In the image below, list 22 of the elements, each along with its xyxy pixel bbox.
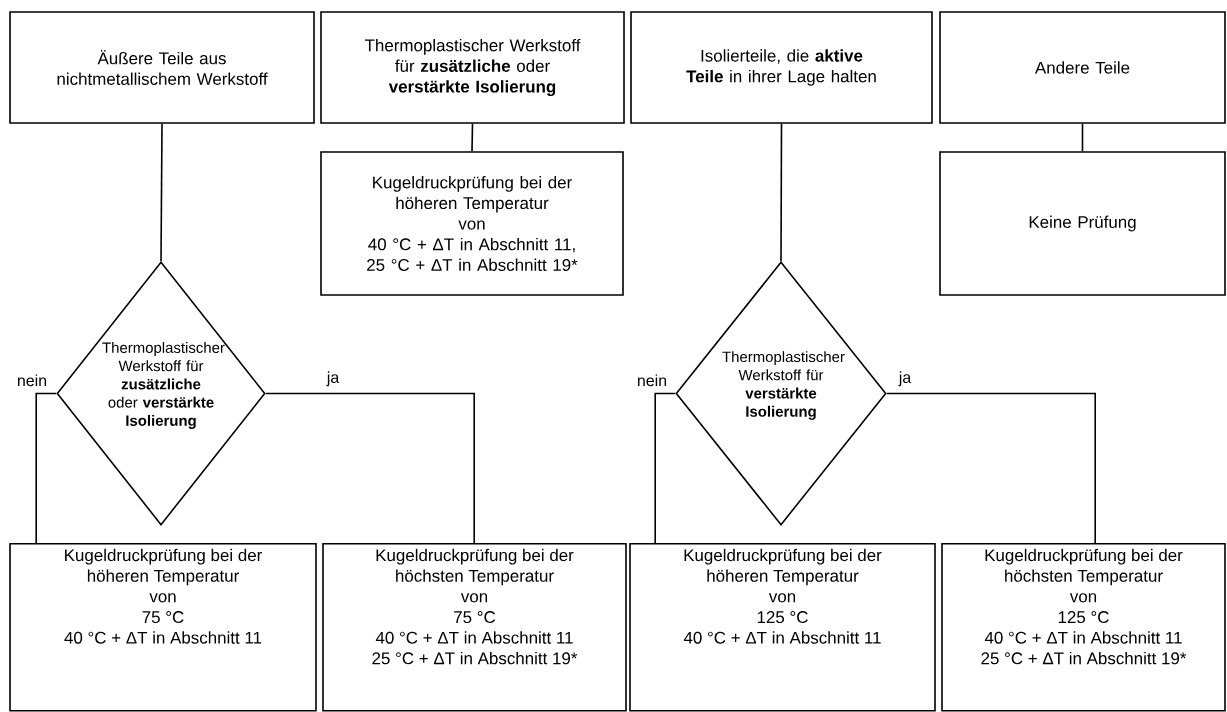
process-box: Kugeldruckprüfung bei der höheren Temperatur von 75 °C 40 °C + ΔT in Abschnitt 11 [9,543,317,712]
process-box: Kugeldruckprüfung bei der höchsten Temperatur von 75 °C 40 °C + ΔT in Abschnitt 11 25 °C + ΔT in Abschnitt 19* [322,543,627,712]
process-box: Kugeldruckprüfung bei der höheren Temperatur von 125 °C 40 °C + ΔT in Abschnitt 11 [629,543,936,712]
process-box: Kugeldruckprüfung bei der höchsten Temperatur von 125 °C 40 °C + ΔT in Abschnitt 11 25 °C + ΔT in Abschnitt 19* [941,543,1226,712]
connector-line [1081,123,1084,152]
edge-label: ja [898,371,912,387]
process-box: Thermoplastischer Werkstoff für zusätzliche oder verstärkte Isolierung [320,11,625,124]
connector-line [654,392,676,544]
edge-label: nein [638,374,667,387]
connector-line [265,392,475,544]
process-box: Andere Teile [939,11,1226,124]
edge-label: ja [326,371,340,387]
process-box: Kugeldruckprüfung bei der höheren Temperatur von 40 °C + ΔT in Abschnitt 11, 25 °C + ΔT in Abschnitt 19* [320,151,624,296]
connector-line [35,392,57,544]
connector-line [471,123,474,152]
connector-line [160,123,163,262]
connector-line [886,392,1096,544]
connector-line [780,123,783,262]
process-box: Keine Prüfung [939,151,1226,296]
process-box: Äußere Teile aus nichtmetallischem Werkstoff [9,11,315,124]
process-box: Isolierteile, die aktive Teile in ihrer Lage halten [630,11,933,124]
edge-label: nein [18,374,47,387]
